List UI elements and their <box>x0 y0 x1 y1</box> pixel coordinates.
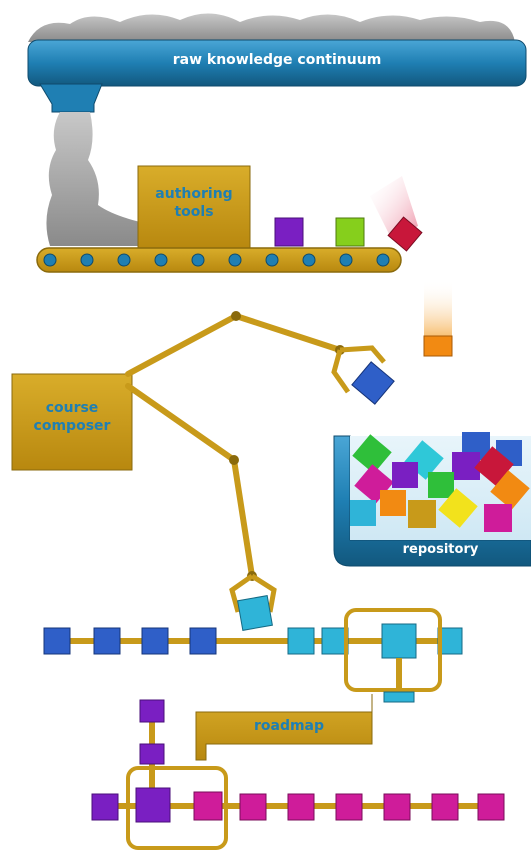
raw-knowledge-bar <box>27 39 527 87</box>
orange-cube <box>423 335 453 357</box>
cyan-cube-grabbed <box>237 595 273 631</box>
raw-knowledge-label: raw knowledge continuum <box>172 52 382 68</box>
authoring-tools-label: authoring tools <box>155 186 233 220</box>
roadmap-connector <box>195 694 373 761</box>
red-cube <box>387 216 423 252</box>
orange-cube-trail <box>424 280 452 338</box>
repository-label: repository <box>402 542 479 557</box>
purple-stack-block-2 <box>139 743 165 765</box>
smoke-column <box>46 112 140 246</box>
robot-arm-upper <box>125 311 386 394</box>
conveyor-rollers <box>43 253 390 267</box>
upper-highlight-frame <box>344 608 442 692</box>
blue-cube-grabbed <box>351 361 395 405</box>
purple-stack-block-1 <box>139 699 165 723</box>
upper-branch-slab <box>383 691 415 703</box>
purple-cube <box>274 217 304 247</box>
lower-highlight-frame <box>126 766 228 850</box>
green-cube <box>335 217 365 247</box>
raw-knowledge-cloud <box>28 13 515 42</box>
course-composer-box <box>11 373 133 471</box>
hopper-funnel <box>39 83 103 113</box>
repository-cubes <box>350 432 530 532</box>
robot-arm-lower <box>125 383 277 613</box>
roadmap-label: roadmap <box>253 718 325 734</box>
course-composer-label: course composer <box>33 400 111 434</box>
lower-chain-blocks <box>91 787 505 823</box>
